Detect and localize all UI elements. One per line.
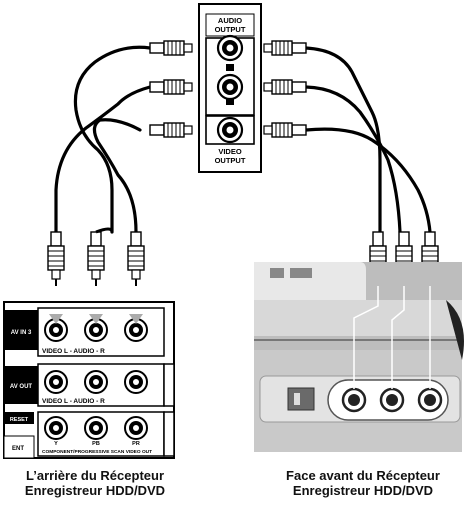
rear-row3-jacks (44, 416, 148, 440)
front-caption-line1: Face avant du Récepteur (286, 468, 440, 483)
video-output-label-line1: VIDEO (218, 147, 242, 156)
cable-audio-right-to-rear (54, 85, 152, 234)
rear-caption-line2: Enregistreur HDD/DVD (24, 483, 166, 498)
rear-caption: L’arrière du Récepteur Enregistreur HDD/… (10, 468, 180, 498)
rear-component-pb-jack (84, 416, 108, 440)
video-output-jack (216, 116, 244, 144)
audio-right-marker (226, 98, 234, 105)
rear-row2-caption: VIDEO L - AUDIO - R (42, 398, 105, 405)
arrow-icon (89, 314, 103, 324)
rear-row3-label-a: RESET (10, 417, 29, 423)
rear-component-y-jack (44, 416, 68, 440)
rear-video-out-jack (44, 370, 68, 394)
front-video-in-jack (341, 387, 367, 413)
rear-row1-caption: VIDEO L - AUDIO - R (42, 348, 105, 355)
cables (54, 45, 432, 234)
plug-left-audio-r (149, 79, 193, 95)
source-device: AUDIO OUTPUT VIDEO OUTPUT (198, 3, 262, 173)
rear-row3-caption: COMPONENT/PROGRESSIVE SCAN VIDEO OUT (42, 449, 152, 455)
cable-video-to-rear (92, 118, 142, 234)
cable-audio-left-to-rear (73, 45, 152, 234)
rear-plug-video (47, 231, 65, 287)
rear-panel: AV IN 3 AV OUT RESET ENT VIDEO L - AUDIO… (3, 301, 175, 459)
audio-left-marker (226, 64, 234, 71)
rear-row2-label: AV OUT (10, 384, 33, 390)
rear-audio-l-out-jack (84, 370, 108, 394)
rear-row3-jack-pb: PB (92, 441, 100, 447)
cable-audio-left-to-front (304, 46, 382, 234)
audio-output-label-line1: AUDIO (218, 16, 242, 25)
rear-row3-label-b: ENT (12, 446, 24, 452)
cable-video-to-front (304, 127, 432, 234)
video-output-label-line2: OUTPUT (215, 156, 246, 165)
rear-plug-audio-r (127, 231, 145, 287)
rear-plug-audio-l (87, 231, 105, 287)
audio-output-label-line2: OUTPUT (215, 25, 246, 34)
rear-caption-line1: L’arrière du Récepteur (26, 468, 164, 483)
audio-left-output-jack (216, 34, 244, 62)
rear-row1-jacks (44, 314, 148, 342)
rear-row2-jacks (44, 370, 148, 394)
rear-row3-jack-pr: PR (132, 441, 140, 447)
front-audio-l-in-jack (379, 387, 405, 413)
audio-right-output-jack (216, 73, 244, 101)
rear-plugs (47, 231, 145, 287)
front-caption: Face avant du Récepteur Enregistreur HDD… (268, 468, 458, 498)
arrow-icon (129, 314, 143, 324)
arrow-icon (49, 314, 63, 324)
plug-left-video (149, 122, 193, 138)
optical-port (287, 387, 315, 411)
rear-component-pr-jack (124, 416, 148, 440)
plug-left-audio-l (149, 40, 193, 56)
cable-audio-right-to-front (304, 85, 402, 234)
rear-row1-label: AV IN 3 (11, 330, 32, 336)
plug-right-audio-l (263, 40, 307, 56)
plug-right-audio-r (263, 79, 307, 95)
front-guide-lines (353, 286, 431, 389)
rear-audio-r-out-jack (124, 370, 148, 394)
front-caption-line2: Enregistreur HDD/DVD (292, 483, 434, 498)
rear-row3-jack-y: Y (54, 441, 58, 447)
front-audio-r-in-jack (417, 387, 443, 413)
front-panel (254, 262, 464, 452)
plug-right-video (263, 122, 307, 138)
